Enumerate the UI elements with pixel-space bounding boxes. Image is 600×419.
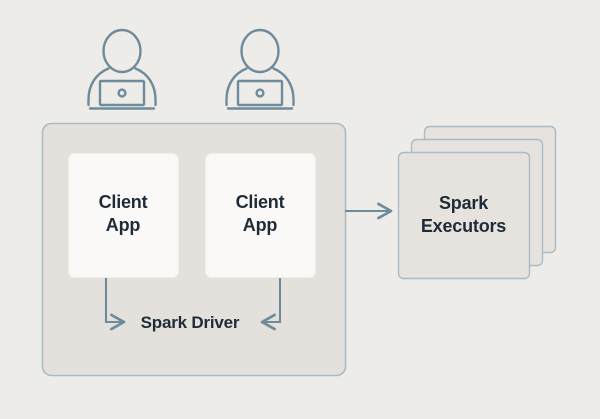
client-app-2-card — [205, 153, 316, 278]
connector-client-app-2-to-driver — [260, 278, 282, 331]
spark-executors-stack — [397, 125, 557, 280]
client-app-1-card — [68, 153, 179, 278]
executor-card-front — [397, 151, 531, 280]
connector-client-app-1-to-driver — [104, 278, 126, 331]
person-with-laptop-icon — [225, 28, 295, 110]
person-with-laptop-icon — [87, 28, 157, 110]
